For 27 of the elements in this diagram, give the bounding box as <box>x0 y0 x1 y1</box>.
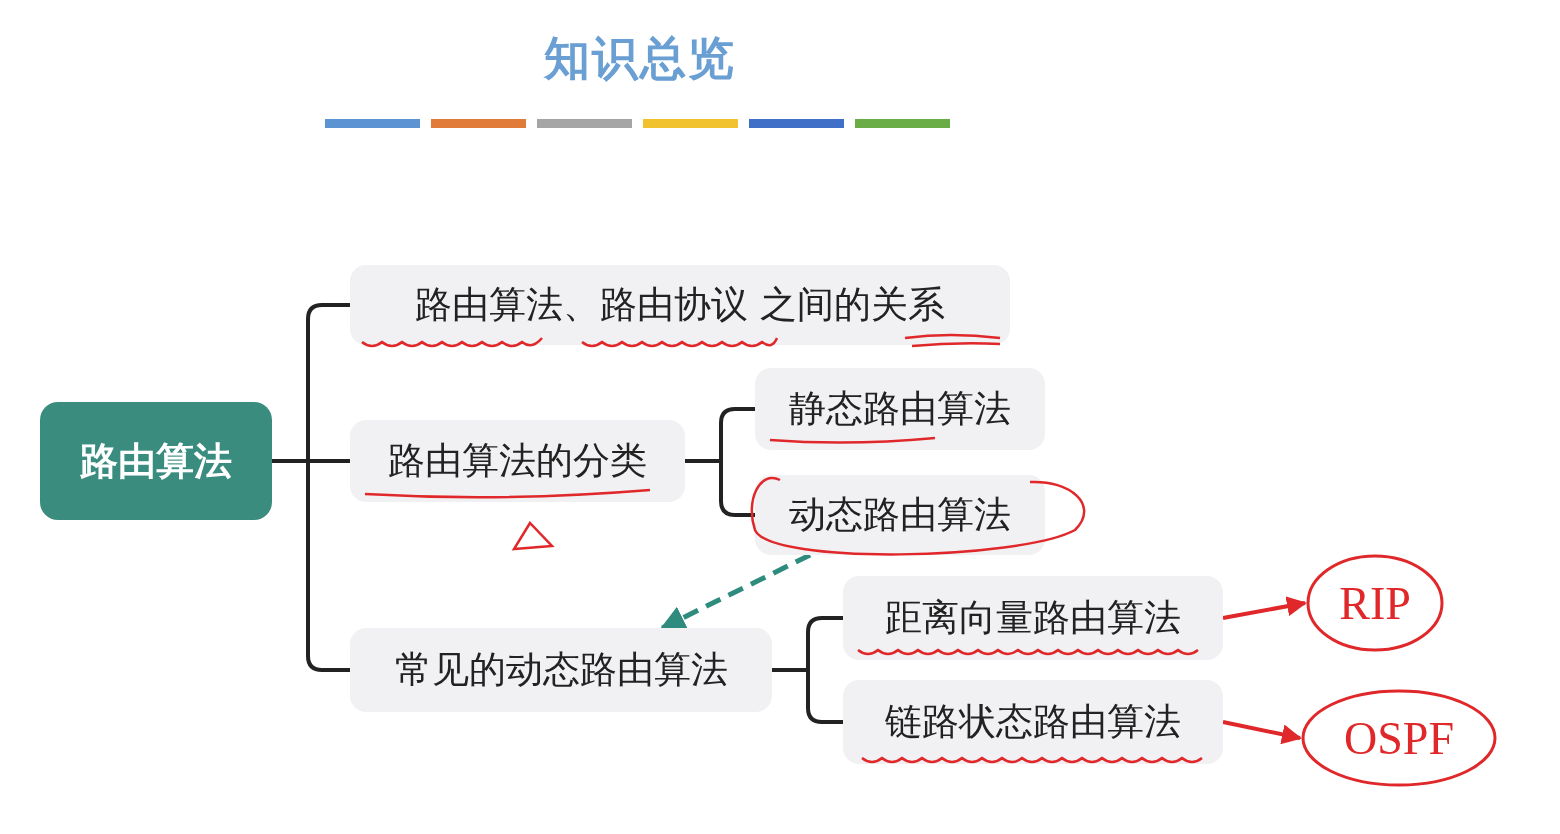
node-label: 路由算法 <box>80 437 232 485</box>
connector-line <box>685 459 755 517</box>
arrow <box>1222 720 1302 745</box>
node-label: 动态路由算法 <box>789 492 1011 538</box>
node-label: 链路状态路由算法 <box>885 699 1181 745</box>
node-label: 静态路由算法 <box>789 386 1011 432</box>
topic-box <box>350 628 772 712</box>
handwritten-circle <box>1300 688 1498 788</box>
topic-box <box>755 368 1045 450</box>
node-label: 常见的动态路由算法 <box>394 647 728 693</box>
topic-box <box>843 576 1223 660</box>
arrow <box>1222 596 1307 620</box>
topic-box <box>755 475 1045 555</box>
node-label: OSPF <box>1344 711 1454 765</box>
connector-line <box>772 668 843 724</box>
node-label: 路由算法、路由协议 之间的关系 <box>415 282 945 328</box>
handwritten-circle <box>1305 553 1445 653</box>
topic-box <box>843 680 1223 764</box>
node-label: 距离向量路由算法 <box>885 595 1181 641</box>
connector-line <box>272 459 350 672</box>
topic-box <box>350 420 685 502</box>
node-label: 路由算法的分类 <box>388 438 647 484</box>
title: 知识总览 <box>542 30 737 87</box>
arrow <box>660 552 812 631</box>
topic-box <box>350 265 1010 345</box>
root-node <box>40 402 272 520</box>
node-label: RIP <box>1339 576 1411 630</box>
